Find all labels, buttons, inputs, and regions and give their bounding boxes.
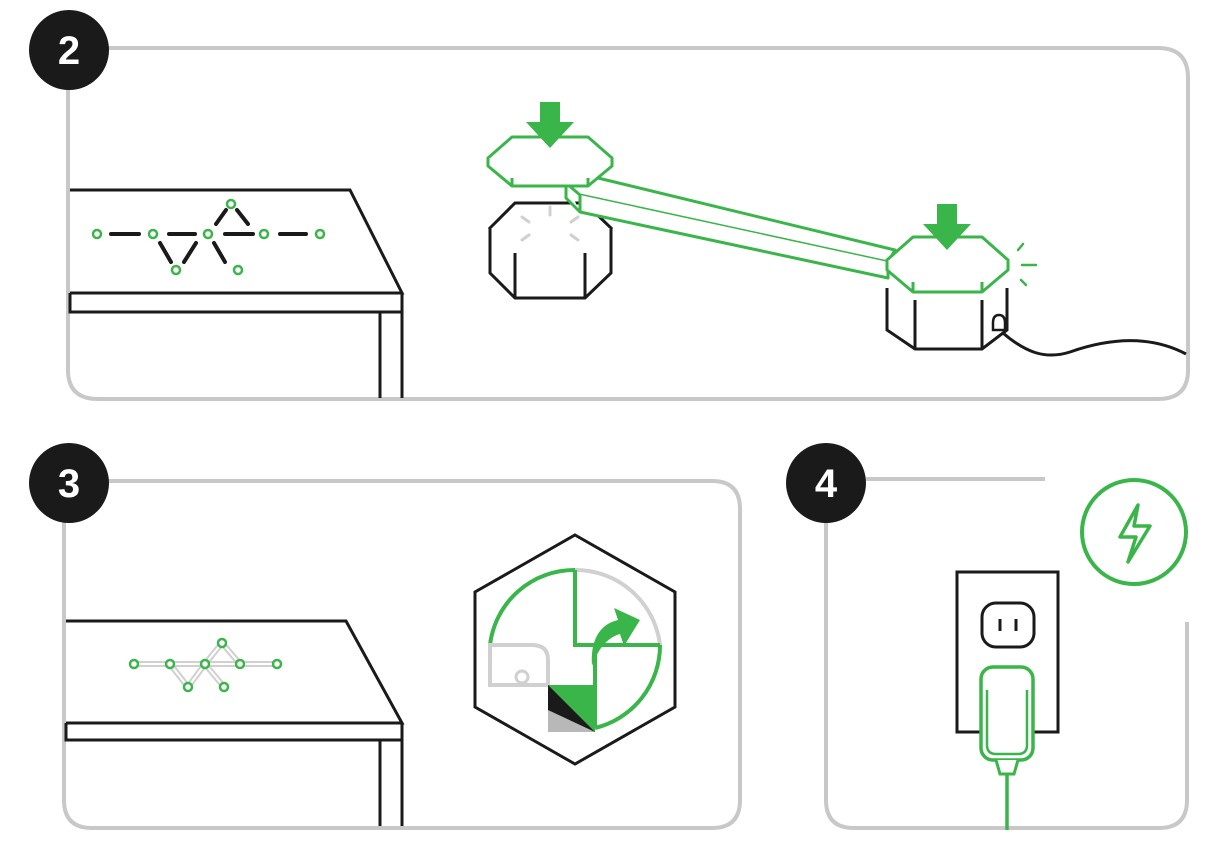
step-4-panel: 4 — [786, 443, 1189, 830]
step-3-badge: 3 — [29, 443, 109, 523]
step-4-badge: 4 — [786, 443, 866, 523]
mounting-tape-detail — [473, 533, 677, 766]
click-indicator — [1016, 242, 1038, 287]
lightning-bolt-icon — [1080, 478, 1188, 586]
step-2-panel: 2 — [29, 10, 1190, 401]
dresser — [64, 619, 405, 826]
arrow-down-icon — [923, 204, 971, 250]
light-base-left — [487, 201, 614, 300]
step-2-badge: 2 — [29, 10, 109, 90]
light-panel-top-left — [486, 135, 614, 188]
step-3-number: 3 — [58, 462, 80, 506]
step-3-frame — [62, 479, 742, 830]
rotate-arrow-icon — [591, 608, 640, 666]
step-2-number: 2 — [58, 29, 80, 73]
light-base-right — [885, 288, 1009, 351]
light-panel-top-right — [885, 235, 1010, 294]
arrow-down-icon — [526, 102, 574, 148]
light-layout-preview — [128, 637, 283, 693]
power-plug-icon — [979, 665, 1035, 830]
step-4-number: 4 — [815, 462, 838, 506]
connector-bar — [564, 176, 897, 280]
step-3-panel: 3 — [29, 443, 742, 830]
light-layout-preview — [91, 198, 326, 276]
dresser — [68, 188, 405, 398]
power-cable — [1002, 331, 1187, 357]
step-2-frame — [66, 46, 1190, 401]
